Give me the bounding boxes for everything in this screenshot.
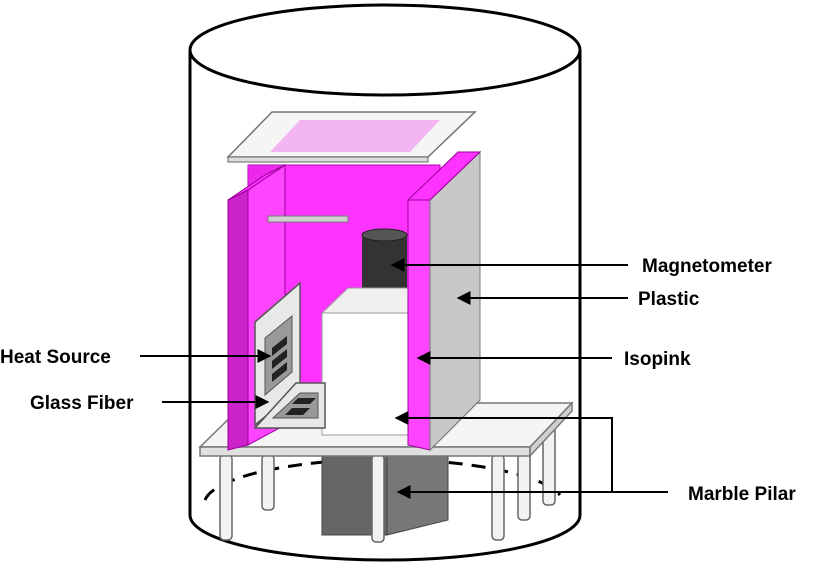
glass-lid <box>226 111 477 163</box>
label-heat-source: Heat Source <box>0 347 111 368</box>
isopink-top-edge <box>406 151 482 201</box>
marble-pilar <box>321 451 449 536</box>
label-plastic: Plastic <box>638 289 700 310</box>
table-legs <box>219 419 556 543</box>
shelf-bar <box>267 215 349 223</box>
white-block <box>320 287 411 436</box>
outer-cylinder <box>188 3 582 562</box>
label-marble-pilar: Marble Pilar <box>688 484 796 505</box>
label-glass-fiber: Glass Fiber <box>30 393 134 414</box>
base-plate <box>253 382 326 429</box>
plastic-panel <box>429 150 481 452</box>
label-magnetometer: Magnetometer <box>642 256 772 277</box>
glass-fiber-panel <box>254 281 301 427</box>
label-isopink: Isopink <box>624 349 691 370</box>
leader-lines <box>140 258 668 499</box>
heat-source <box>272 336 287 382</box>
